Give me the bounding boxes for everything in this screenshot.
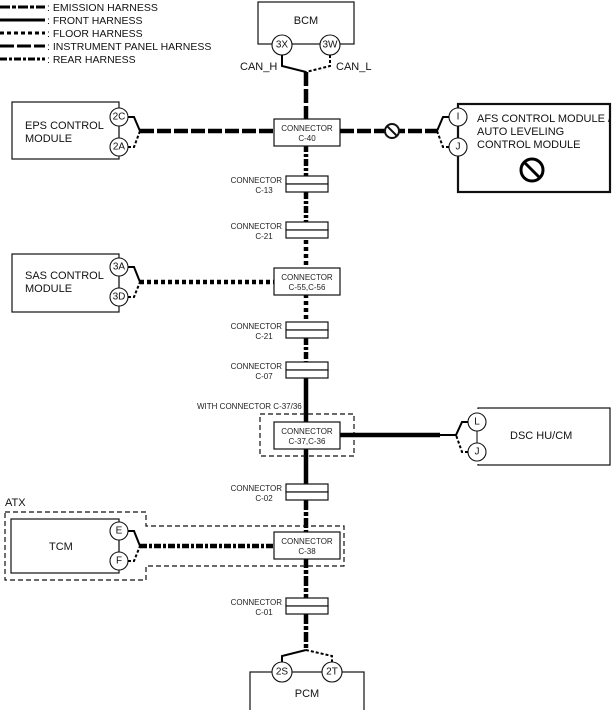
pin-label: 3X xyxy=(276,40,289,51)
sas-module[interactable]: SAS CONTROL MODULE 3A 3D xyxy=(11,253,274,313)
pin-label: E xyxy=(116,526,123,537)
connector-id: C-21 xyxy=(255,332,273,341)
connector-id: C-37,C-36 xyxy=(289,437,326,446)
afs-module[interactable]: AFS CONTROL MODULE / AUTO LEVELING CONTR… xyxy=(340,102,612,194)
pin-label: 2S xyxy=(276,667,289,678)
pin-label: 3D xyxy=(113,292,126,303)
dsc-label: DSC HU/CM xyxy=(510,430,572,442)
connector-label: CONNECTOR xyxy=(231,598,283,607)
connector-label: CONNECTOR xyxy=(231,176,283,185)
pcm-label: PCM xyxy=(295,688,319,700)
afs-label-line3: CONTROL MODULE xyxy=(477,139,581,151)
connector-label: CONNECTOR xyxy=(231,322,283,331)
pin-label: F xyxy=(116,556,122,567)
legend-item-instrument-panel: : INSTRUMENT PANEL HARNESS xyxy=(0,41,211,53)
connector-id: C-13 xyxy=(255,186,273,195)
can-h-label: CAN_H xyxy=(240,61,277,73)
pin-label: 3A xyxy=(113,262,126,273)
legend-item-floor: : FLOOR HARNESS xyxy=(0,28,143,40)
pin-label: I xyxy=(457,112,460,123)
connector-label: CONNECTOR xyxy=(231,362,283,371)
eps-module[interactable]: EPS CONTROL MODULE 2C 2A xyxy=(11,101,274,160)
legend-label: : EMISSION HARNESS xyxy=(47,2,158,14)
bcm-label: BCM xyxy=(294,15,318,27)
connector-id: C-02 xyxy=(255,494,273,503)
pin-label: 2C xyxy=(113,112,126,123)
pin-label: 2A xyxy=(113,142,126,153)
prohibited-icon xyxy=(384,123,400,139)
connector-c55-c56[interactable]: CONNECTOR C-55,C-56 xyxy=(273,267,341,296)
pin-label: 2T xyxy=(326,667,338,678)
atx-label: ATX xyxy=(5,497,26,509)
connector-c02[interactable]: CONNECTOR C-02 xyxy=(231,483,329,503)
connector-id: C-07 xyxy=(255,372,273,381)
legend: : EMISSION HARNESS : FRONT HARNESS : FLO… xyxy=(0,2,211,66)
legend-label: : FLOOR HARNESS xyxy=(47,28,143,40)
pin-label: J xyxy=(456,142,461,153)
connector-c21-lower[interactable]: CONNECTOR C-21 xyxy=(231,321,329,341)
pin-2t[interactable] xyxy=(321,661,343,683)
legend-item-front: : FRONT HARNESS xyxy=(0,15,142,27)
bcm-module[interactable]: BCM 3X 3W CAN_H CAN_L xyxy=(240,1,371,73)
pcm-module[interactable]: PCM 2S 2T xyxy=(249,649,365,710)
dsc-module[interactable]: DSC HU/CM L J xyxy=(440,407,611,466)
sas-label-line1: SAS CONTROL xyxy=(25,270,104,282)
connector-c21-upper[interactable]: CONNECTOR C-21 xyxy=(231,221,329,241)
connector-c37-c36[interactable]: WITH CONNECTOR C-37/36 CONNECTOR C-37,C-… xyxy=(197,402,440,457)
connector-c13[interactable]: CONNECTOR C-13 xyxy=(231,175,329,195)
connector-group-label: WITH CONNECTOR C-37/36 xyxy=(197,402,302,411)
afs-label-line1: AFS CONTROL MODULE / xyxy=(477,113,612,125)
legend-item-rear: : REAR HARNESS xyxy=(0,54,136,66)
connector-id: C-40 xyxy=(298,134,316,143)
connector-c07[interactable]: CONNECTOR C-07 xyxy=(231,361,329,381)
connector-c38[interactable]: CONNECTOR C-38 xyxy=(273,531,341,560)
legend-item-emission: : EMISSION HARNESS xyxy=(0,2,158,14)
pin-2s[interactable] xyxy=(271,661,293,683)
pin-label: J xyxy=(475,447,480,458)
legend-label: : INSTRUMENT PANEL HARNESS xyxy=(47,41,211,53)
connector-c40[interactable]: CONNECTOR C-40 xyxy=(273,118,341,147)
legend-label: : REAR HARNESS xyxy=(47,54,136,66)
connector-label: CONNECTOR xyxy=(281,124,333,133)
connector-id: C-21 xyxy=(255,232,273,241)
pin-label: 3W xyxy=(323,40,339,51)
connector-label: CONNECTOR xyxy=(281,427,333,436)
pin-label: L xyxy=(474,417,480,428)
legend-label: : FRONT HARNESS xyxy=(47,15,142,27)
tcm-module[interactable]: TCM E F xyxy=(10,518,274,574)
eps-label-line1: EPS CONTROL xyxy=(25,120,104,132)
tcm-label: TCM xyxy=(49,541,73,553)
prohibited-icon xyxy=(519,157,545,183)
sas-label-line2: MODULE xyxy=(25,283,72,295)
afs-label-line2: AUTO LEVELING xyxy=(477,126,564,138)
can-l-label: CAN_L xyxy=(336,61,371,73)
connector-id: C-55,C-56 xyxy=(289,283,326,292)
connector-id: C-38 xyxy=(298,547,316,556)
atx-group: ATX xyxy=(4,497,345,581)
connector-id: C-01 xyxy=(255,608,273,617)
connector-c01[interactable]: CONNECTOR C-01 xyxy=(231,597,329,617)
connector-label: CONNECTOR xyxy=(281,273,333,282)
eps-label-line2: MODULE xyxy=(25,133,72,145)
connector-label: CONNECTOR xyxy=(231,222,283,231)
connector-label: CONNECTOR xyxy=(231,484,283,493)
connector-label: CONNECTOR xyxy=(281,537,333,546)
